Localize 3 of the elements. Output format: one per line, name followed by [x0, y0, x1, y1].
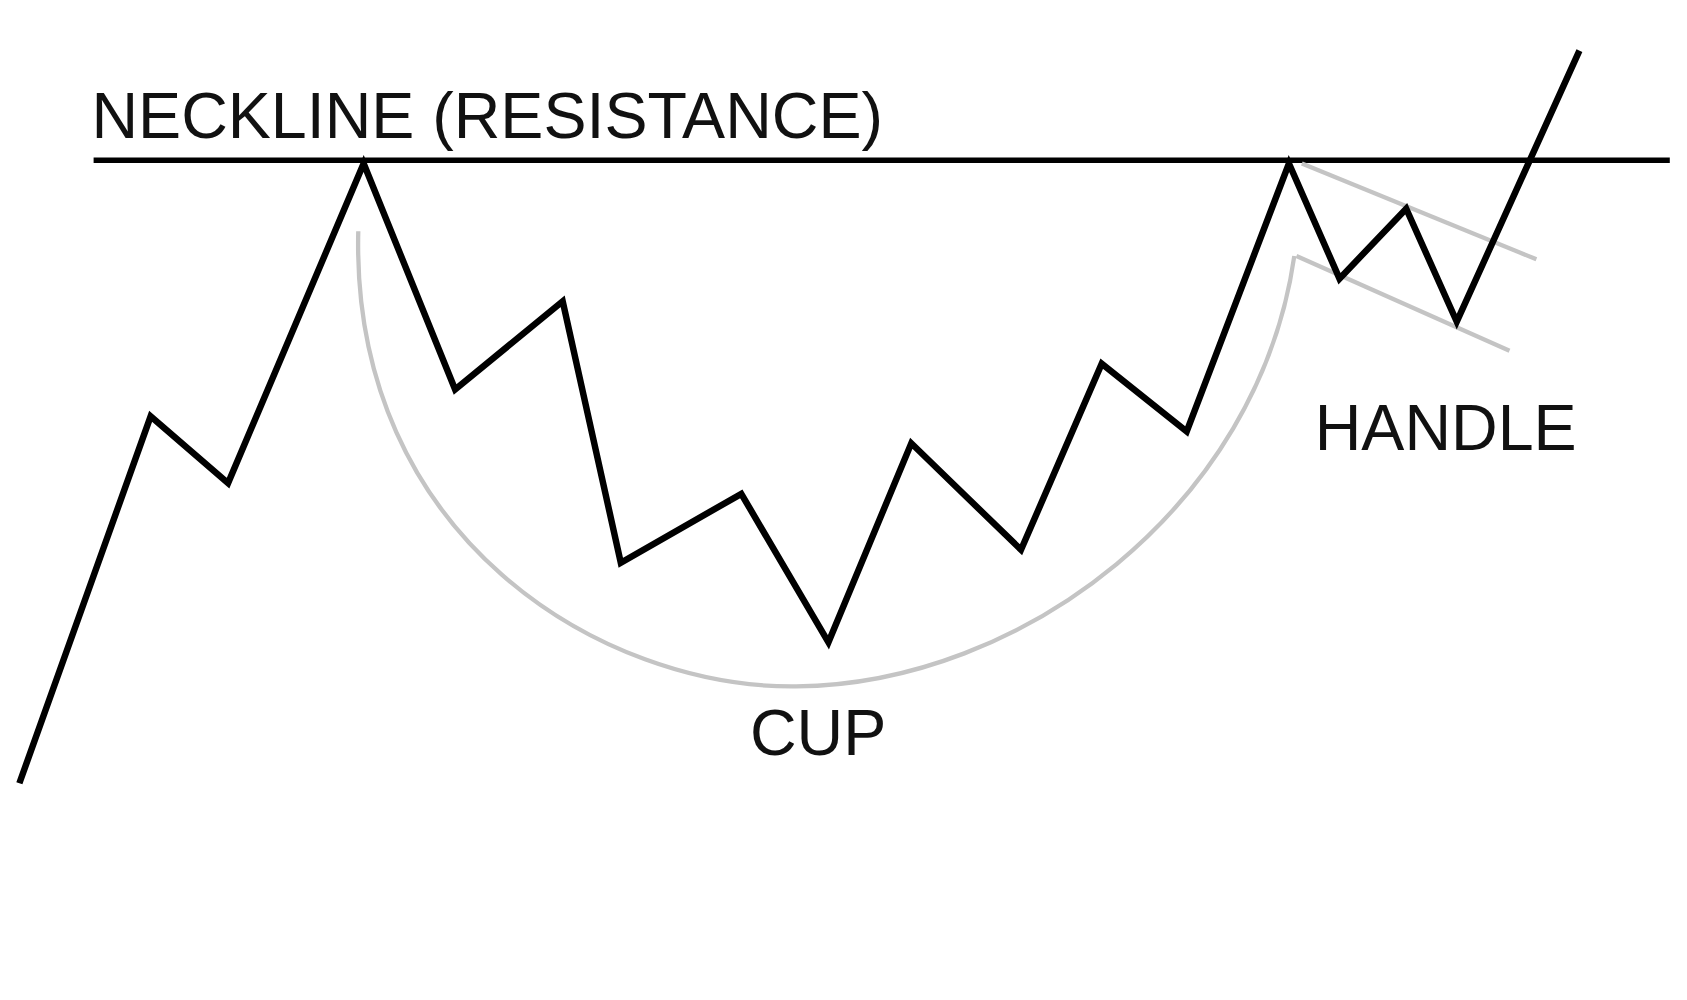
cup-label: CUP [749, 701, 887, 767]
neckline-label: NECKLINE (RESISTANCE) [91, 83, 883, 149]
handle-label: HANDLE [1314, 395, 1577, 461]
